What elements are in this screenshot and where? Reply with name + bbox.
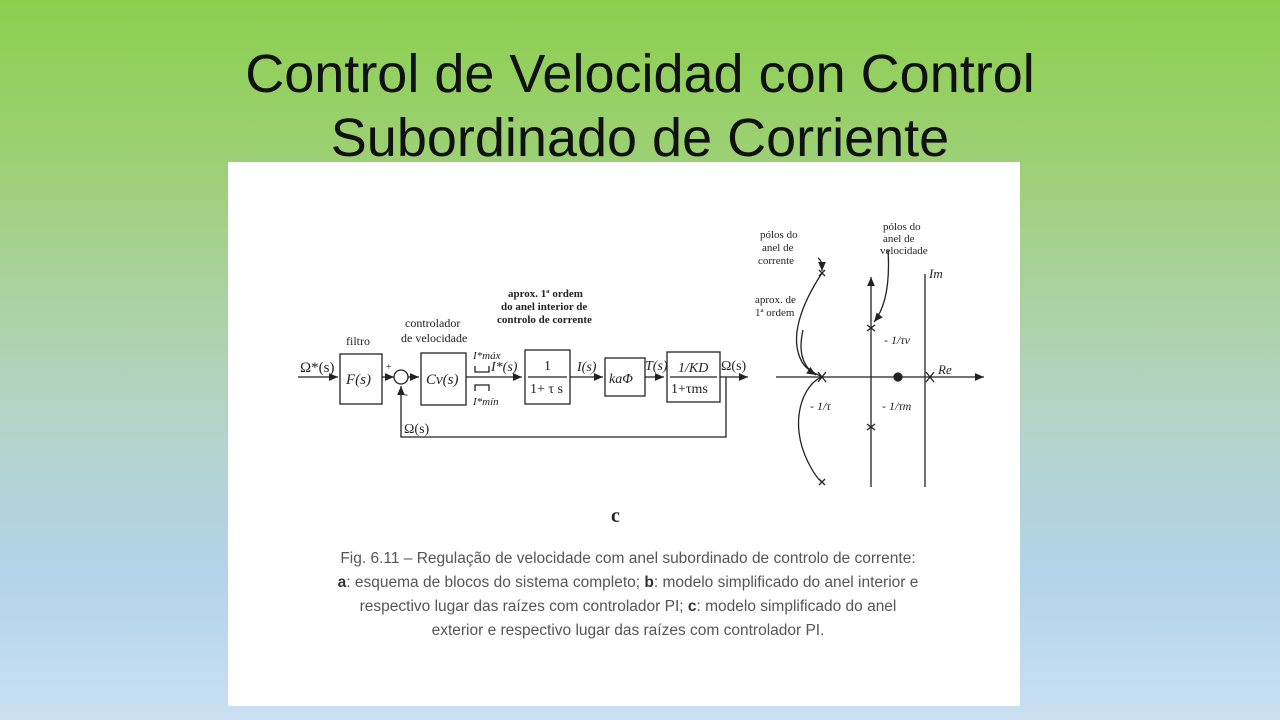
plus-sign: + (386, 362, 392, 373)
minus-sign: - (404, 387, 408, 401)
feedback-path (397, 377, 727, 438)
caption-line-2-text-2: : modelo simplificado do anel interior e (653, 574, 919, 591)
caption-line-3-text-1: respectivo lugar das raízes com controla… (359, 598, 688, 615)
current-block-denominator: 1+ τ s (530, 382, 563, 397)
current-label: I(s) (576, 360, 597, 375)
controller-block-label: Cv(s) (426, 372, 459, 388)
slide-title-line-2: Subordinado de Corriente (330, 108, 950, 168)
approx-order-label-1: aprox. de (755, 294, 796, 306)
feedback-label: Ω(s) (404, 422, 430, 437)
approx-label-3: controlo de corrente (497, 314, 592, 326)
current-ref-label: I*(s) (490, 360, 518, 375)
pole-tau-m-label: - 1/τm (882, 399, 912, 413)
torque-label: T(s) (645, 359, 668, 374)
input-label: Ω*(s) (300, 360, 334, 376)
current-block-numerator: 1 (544, 359, 551, 374)
slide-title-line-1: Control de Velocidad con Control (245, 44, 1035, 104)
current-poles-label-1: pólos do (760, 229, 798, 241)
approx-label-1: aprox. 1ª ordem (508, 288, 583, 300)
imin-label: I*mín (472, 396, 499, 408)
filter-block (339, 353, 383, 405)
speed-poles-label-1: pólos do (883, 221, 921, 233)
imax-label: I*máx (472, 350, 501, 362)
caption-line-3-text-2: : modelo simplificado do anel (696, 598, 897, 615)
im-axis-label: Im (928, 266, 943, 281)
block-diagram-and-root-locus: Ω*(s) filtro F(s) + - controlador de vel… (298, 221, 984, 527)
speed-poles-label-3: velocidade (880, 245, 928, 257)
figure-letter: c (611, 505, 620, 527)
mech-block-numerator: 1/KD (678, 361, 708, 376)
caption-ref-c: c (687, 598, 697, 615)
controller-label-1: controlador (405, 316, 460, 330)
approx-label-2: do anel interior de (501, 301, 587, 313)
torque-block-label: kaΦ (609, 372, 633, 387)
caption-line-2-text-1: : esquema de blocos do sistema completo; (346, 574, 645, 591)
caption-line-4: exterior e respectivo lugar das raízes c… (431, 622, 825, 639)
output-label: Ω(s) (721, 359, 747, 374)
approx-order-label-2: 1ª ordem (755, 307, 795, 319)
figure-caption: Fig. 6.11 – Regulação de velocidade com … (288, 547, 968, 643)
mech-block-denominator: 1+τms (671, 382, 708, 397)
re-axis-label: Re (937, 362, 952, 377)
scanned-figure: Ω*(s) filtro F(s) + - controlador de vel… (228, 162, 1020, 706)
current-poles-label-2: anel de (762, 242, 794, 254)
pole-tau-label: - 1/τ (810, 399, 831, 413)
caption-line-1: Fig. 6.11 – Regulação de velocidade com … (340, 550, 916, 567)
controller-label-2: de velocidade (401, 331, 467, 345)
caption-line-3: respectivo lugar das raízes com controla… (288, 595, 968, 619)
caption-line-2: a: esquema de blocos do sistema completo… (288, 571, 968, 595)
speed-controller-block (420, 352, 467, 406)
caption-ref-b: b (644, 574, 654, 591)
current-poles-label-3: corrente (758, 255, 794, 267)
filter-label: filtro (346, 334, 370, 348)
caption-ref-a: a (337, 574, 347, 591)
summing-junction (393, 369, 409, 385)
filter-block-label: F(s) (345, 372, 371, 388)
pole-tau-v-label: - 1/τv (884, 333, 911, 347)
speed-poles-label-2: anel de (883, 233, 915, 245)
